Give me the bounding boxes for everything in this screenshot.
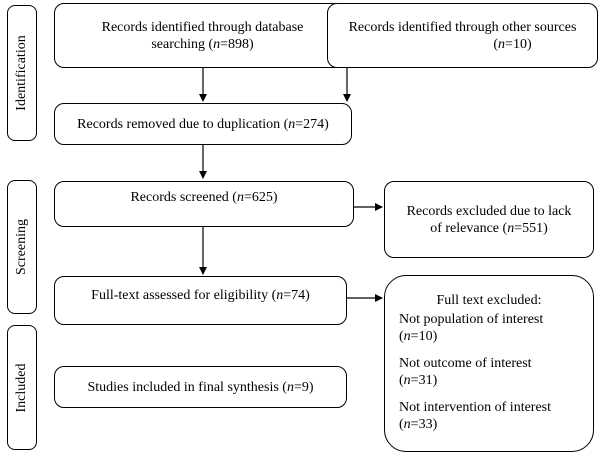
excluded-reason-count: (n=33) (399, 417, 438, 432)
box-fulltext-assessed: Full-text assessed for eligibility (n=74… (54, 276, 347, 325)
box-database-search: Records identified through database sear… (54, 3, 351, 68)
duplicates-text: Records removed due to duplication (n=27… (77, 116, 329, 132)
box-fulltext-excluded: Full text excluded: Not population of in… (384, 275, 594, 452)
box-duplicates-removed: Records removed due to duplication (n=27… (54, 103, 352, 145)
stage-screening: Screening (7, 180, 37, 314)
excluded-reason: Not intervention of interest (n=33) (399, 399, 593, 433)
excluded-reason: Not population of interest (n=10) (399, 311, 593, 345)
excluded-reason-label: Not population of interest (399, 312, 544, 327)
other-sources-line2: (n=10) (493, 36, 532, 52)
excluded-relevance-line1: Records excluded due to lack (406, 203, 572, 219)
box-studies-included: Studies included in final synthesis (n=9… (54, 366, 347, 408)
fulltext-excluded-title: Full text excluded: (436, 293, 542, 308)
stage-included: Included (7, 325, 37, 450)
fulltext-excluded-list: Not population of interest (n=10) Not outc… (399, 311, 593, 433)
excluded-relevance-line2: of relevance (n=551) (430, 220, 548, 236)
box-other-sources: Records identified through other sources… (327, 3, 598, 68)
screened-text: Records screened (n=625) (130, 189, 278, 205)
excluded-reason-count: (n=31) (399, 373, 438, 388)
db-search-line2: searching (n=898) (151, 36, 254, 52)
db-search-line1: Records identified through database (101, 19, 304, 35)
other-sources-line1: Records identified through other sources (348, 19, 577, 35)
box-excluded-relevance: Records excluded due to lack of relevanc… (384, 181, 594, 258)
excluded-reason-count: (n=10) (399, 329, 438, 344)
fulltext-text: Full-text assessed for eligibility (n=74… (91, 288, 310, 303)
excluded-reason-label: Not intervention of interest (399, 400, 552, 415)
excluded-reason: Not outcome of interest (n=31) (399, 355, 593, 389)
excluded-reason-label: Not outcome of interest (399, 356, 532, 371)
box-records-screened: Records screened (n=625) (54, 181, 354, 227)
included-text: Studies included in final synthesis (n=9… (87, 379, 314, 395)
stage-identification: Identification (7, 5, 37, 141)
